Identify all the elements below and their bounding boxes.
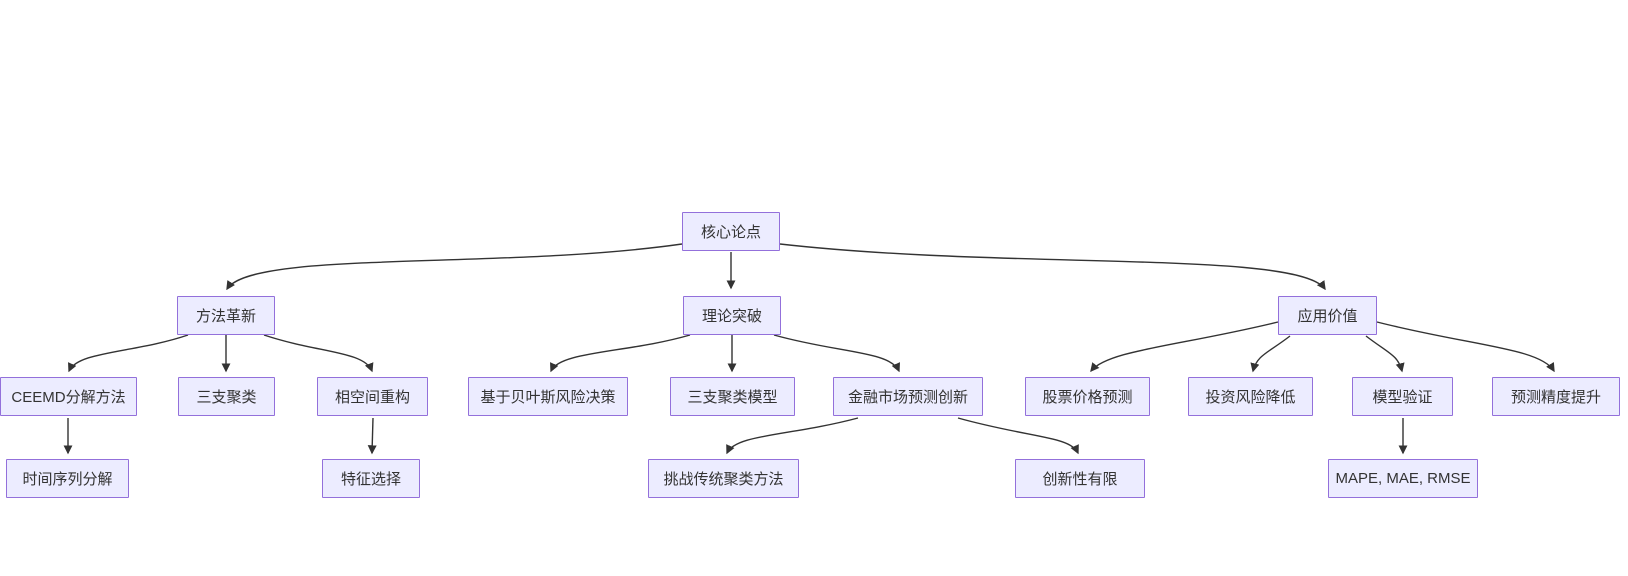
edge-app-stock [1090, 321, 1279, 373]
edge-root-method [226, 243, 683, 291]
node-challenge-traditional-clustering: 挑战传统聚类方法 [648, 459, 799, 498]
edge-method-phase [263, 334, 374, 373]
edge-theory-bayes [550, 334, 691, 373]
node-three-way-clustering-model: 三支聚类模型 [670, 377, 795, 416]
node-limited-innovation: 创新性有限 [1015, 459, 1145, 498]
node-theory-breakthrough: 理论突破 [683, 296, 781, 335]
edge-finmarket-challenge [726, 417, 859, 455]
node-application-value: 应用价值 [1278, 296, 1377, 335]
node-investment-risk-reduction: 投资风险降低 [1188, 377, 1313, 416]
node-financial-market-prediction: 金融市场预测创新 [833, 377, 983, 416]
edge-phase-feature [367, 417, 377, 455]
edge-app-validate [1365, 335, 1405, 373]
node-time-series-decomposition: 时间序列分解 [6, 459, 129, 498]
node-method-innovation: 方法革新 [177, 296, 275, 335]
node-model-validation: 模型验证 [1352, 377, 1453, 416]
edge-method-ceemd [68, 334, 189, 373]
node-bayesian-risk-decision: 基于贝叶斯风险决策 [468, 377, 628, 416]
node-core-thesis: 核心论点 [682, 212, 780, 251]
edge-root-app [779, 243, 1326, 291]
edge-app-precision [1376, 321, 1555, 373]
node-evaluation-metrics: MAPE, MAE, RMSE [1328, 459, 1478, 498]
node-stock-price-prediction: 股票价格预测 [1025, 377, 1150, 416]
node-feature-selection: 特征选择 [322, 459, 420, 498]
edge-theory-finmarket [773, 334, 900, 373]
node-phase-space-reconstruction: 相空间重构 [317, 377, 428, 416]
edge-finmarket-limited [957, 417, 1079, 455]
edge-app-risk [1250, 335, 1291, 373]
node-prediction-accuracy-improvement: 预测精度提升 [1492, 377, 1620, 416]
node-three-way-clustering: 三支聚类 [178, 377, 275, 416]
node-ceemd-decomposition: CEEMD分解方法 [0, 377, 137, 416]
